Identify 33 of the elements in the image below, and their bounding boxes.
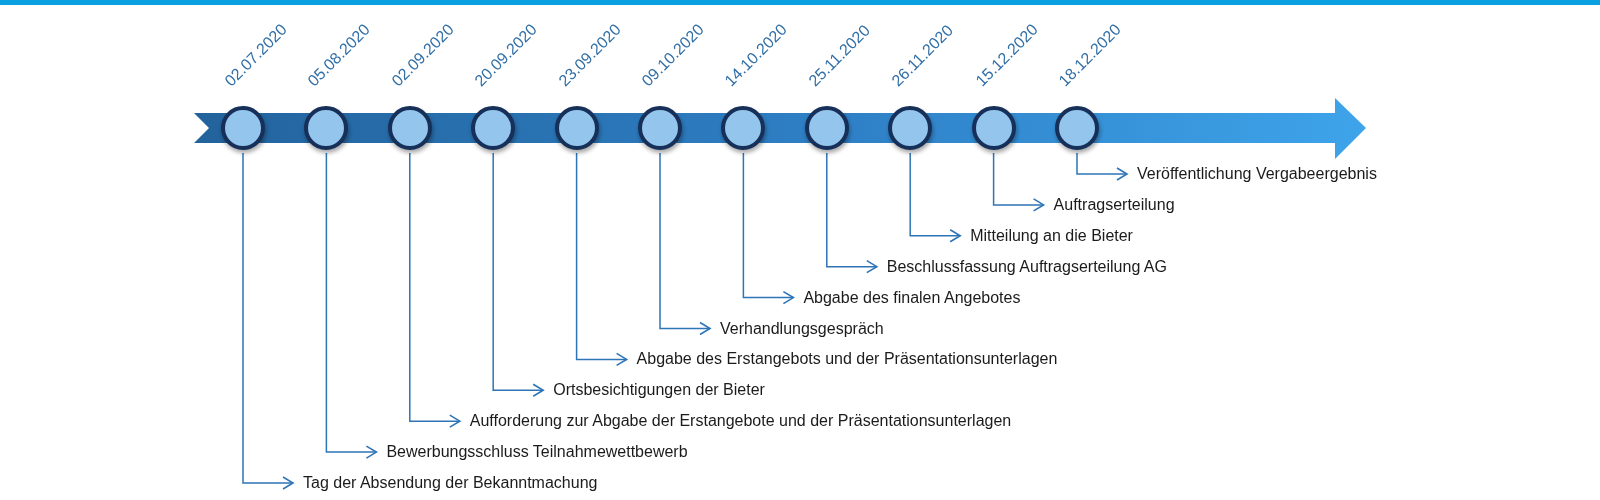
leader-arrow	[325, 152, 378, 459]
milestone-label: Beschlussfassung Auftragserteilung AG	[876, 256, 1167, 277]
leader-arrow	[742, 152, 795, 305]
leader-arrow	[575, 152, 628, 367]
milestone-circle	[1055, 106, 1099, 150]
leader-arrow	[1076, 152, 1128, 181]
milestone-circle	[304, 106, 349, 150]
milestone-circle	[804, 106, 849, 150]
milestone-label: Ortsbesichtigungen der Bieter	[543, 380, 765, 401]
milestone-circle	[888, 106, 933, 150]
milestone-circle	[221, 106, 265, 150]
milestone-circle	[387, 106, 432, 150]
milestone-label: Abgabe des finalen Angebotes	[793, 287, 1021, 308]
leader-arrow	[659, 152, 711, 336]
milestone-label: Bewerbungsschluss Teilnahmewettbewerb	[376, 442, 688, 463]
milestone-circle	[638, 106, 682, 150]
milestone-label: Tag der Absendung der Bekanntmachung	[293, 473, 598, 493]
milestone-label: Auftragserteilung	[1043, 194, 1175, 215]
milestone-label: Mitteilung an die Bieter	[960, 225, 1133, 246]
leader-arrow	[826, 152, 878, 274]
leader-arrow	[492, 152, 544, 398]
leader-arrow	[992, 152, 1045, 212]
milestone-label: Aufforderung zur Abgabe der Erstangebote und der Präsentationsunterlagen	[459, 411, 1012, 432]
milestone-label: Veröffentlichung Vergabeergebnis	[1127, 164, 1377, 184]
milestone-circle	[971, 106, 1016, 150]
milestone-circle	[471, 106, 516, 150]
milestone-circle	[721, 106, 766, 150]
milestone-circle	[554, 106, 599, 150]
leader-arrow	[409, 152, 461, 428]
leader-arrow	[242, 152, 294, 490]
leader-arrow	[909, 152, 961, 243]
milestone-label: Verhandlungsgespräch	[710, 318, 884, 339]
milestone-label: Abgabe des Erstangebots und der Präsentationsunterlagen	[626, 349, 1058, 370]
